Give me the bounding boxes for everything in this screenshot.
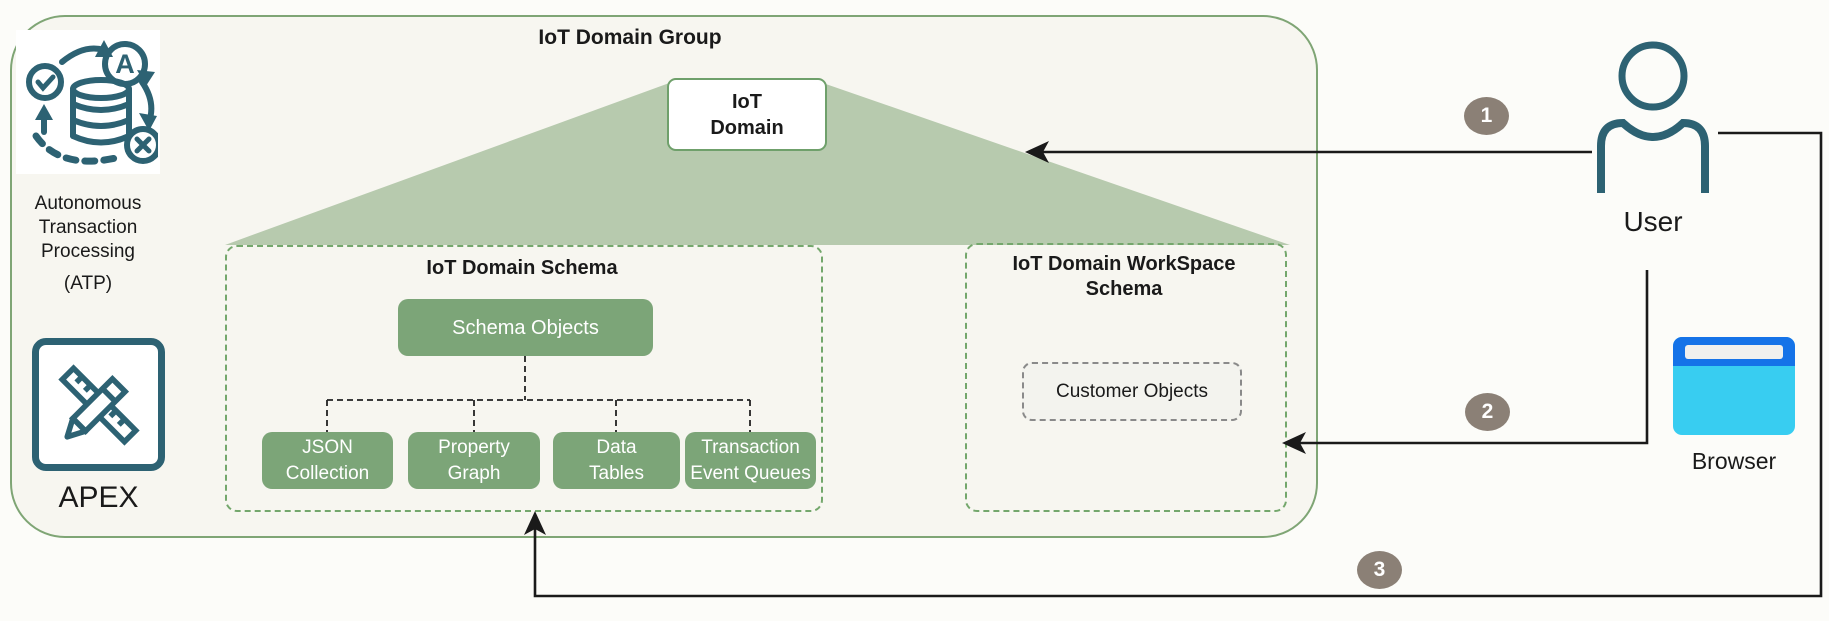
apex-label: APEX [58,481,139,514]
iot-domain-schema-title: IoT Domain Schema [426,257,618,279]
browser-label: Browser [1691,448,1777,474]
svg-text:A: A [115,49,135,79]
browser-titlebar [1673,337,1795,366]
atp-icon-graphic: A [26,40,158,165]
atp-autonomous-database-icon: A [16,30,160,174]
schema-objects-node: Schema Objects [398,299,653,356]
step-3-badge: 3 [1357,551,1402,589]
apex-icon-graphic [57,363,140,446]
browser-address-bar [1685,345,1783,359]
data-tables-node: Data Tables [553,432,680,489]
user-icon-graphic [1597,41,1709,193]
step-1-badge: 1 [1464,97,1509,135]
step-2-badge: 2 [1465,393,1510,431]
customer-objects-node: Customer Objects [1022,362,1242,421]
workspace-schema-title: IoT Domain WorkSpace Schema [1012,253,1236,300]
json-collection-node: JSON Collection [262,432,393,489]
atp-sub-label: (ATP) [63,273,113,294]
user-label: User [1623,206,1683,237]
apex-pencil-ruler-icon [32,338,165,471]
transaction-event-queues-node: Transaction Event Queues [685,432,816,489]
browser-window-icon [1673,337,1795,435]
property-graph-node: Property Graph [408,432,540,489]
iot-domain-node: IoT Domain [667,78,827,151]
atp-label: Autonomous Transaction Processing [34,193,142,262]
group-title: IoT Domain Group [538,26,722,49]
user-person-icon [1592,38,1714,196]
